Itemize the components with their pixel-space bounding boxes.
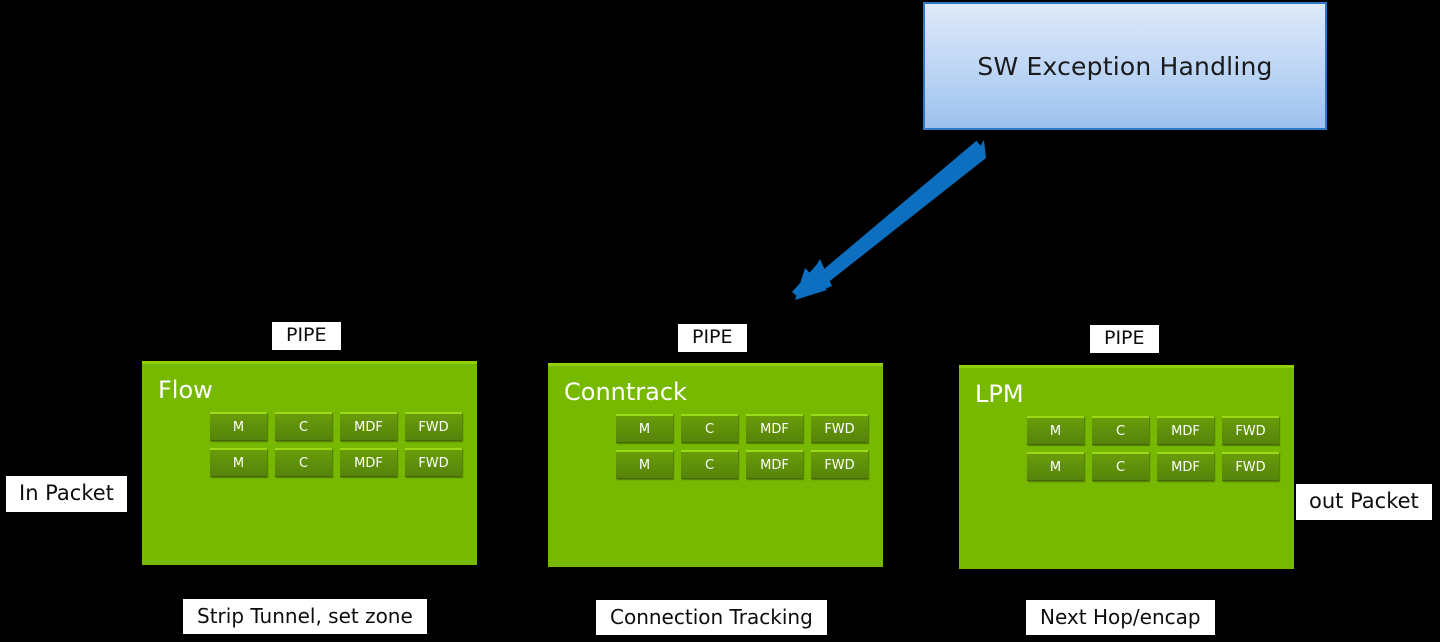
cell-m[interactable]: M xyxy=(1027,416,1084,445)
exception-arrow xyxy=(792,140,986,300)
pipeline-box-flow[interactable]: Flow M C MDF FWD M C MDF FWD xyxy=(142,361,477,565)
cell-m[interactable]: M xyxy=(616,450,673,479)
cell-fwd[interactable]: FWD xyxy=(811,450,868,479)
pipeline-box-conntrack[interactable]: Conntrack M C MDF FWD M C MDF FWD xyxy=(548,363,883,567)
cell-c[interactable]: C xyxy=(681,414,738,443)
cell-m[interactable]: M xyxy=(210,412,267,441)
cell-c[interactable]: C xyxy=(275,448,332,477)
caption-conntrack: Connection Tracking xyxy=(596,600,827,635)
cell-row: M C MDF FWD xyxy=(210,448,462,477)
cell-mdf[interactable]: MDF xyxy=(746,450,803,479)
cell-mdf[interactable]: MDF xyxy=(340,412,397,441)
in-packet-tag: In Packet xyxy=(6,476,127,513)
cell-mdf[interactable]: MDF xyxy=(340,448,397,477)
cell-m[interactable]: M xyxy=(616,414,673,443)
cell-c[interactable]: C xyxy=(681,450,738,479)
cell-m[interactable]: M xyxy=(210,448,267,477)
out-packet-tag: out Packet xyxy=(1296,484,1432,521)
cell-fwd[interactable]: FWD xyxy=(405,412,462,441)
pipeline-title-lpm: LPM xyxy=(975,380,1024,408)
cell-fwd[interactable]: FWD xyxy=(811,414,868,443)
caption-flow: Strip Tunnel, set zone xyxy=(183,599,427,634)
pipe-tag-flow: PIPE xyxy=(272,322,341,350)
cell-grid-flow: M C MDF FWD M C MDF FWD xyxy=(210,412,462,477)
cell-fwd[interactable]: FWD xyxy=(1222,452,1279,481)
pipe-tag-conntrack: PIPE xyxy=(678,324,747,352)
pipeline-title-conntrack: Conntrack xyxy=(564,378,687,406)
pipeline-title-flow: Flow xyxy=(158,376,213,404)
cell-c[interactable]: C xyxy=(1092,452,1149,481)
cell-c[interactable]: C xyxy=(1092,416,1149,445)
cell-mdf[interactable]: MDF xyxy=(746,414,803,443)
cell-m[interactable]: M xyxy=(1027,452,1084,481)
cell-row: M C MDF FWD xyxy=(616,414,868,443)
pipeline-box-lpm[interactable]: LPM M C MDF FWD M C MDF FWD xyxy=(959,365,1294,569)
caption-lpm: Next Hop/encap xyxy=(1026,600,1215,635)
cell-c[interactable]: C xyxy=(275,412,332,441)
cell-row: M C MDF FWD xyxy=(210,412,462,441)
pipe-tag-lpm: PIPE xyxy=(1090,325,1159,353)
sw-exception-handling-box: SW Exception Handling xyxy=(923,2,1327,130)
cell-row: M C MDF FWD xyxy=(616,450,868,479)
cell-fwd[interactable]: FWD xyxy=(405,448,462,477)
sw-exception-handling-label: SW Exception Handling xyxy=(977,51,1273,81)
cell-mdf[interactable]: MDF xyxy=(1157,452,1214,481)
cell-grid-conntrack: M C MDF FWD M C MDF FWD xyxy=(616,414,868,479)
cell-mdf[interactable]: MDF xyxy=(1157,416,1214,445)
cell-row: M C MDF FWD xyxy=(1027,416,1279,445)
cell-grid-lpm: M C MDF FWD M C MDF FWD xyxy=(1027,416,1279,481)
cell-row: M C MDF FWD xyxy=(1027,452,1279,481)
cell-fwd[interactable]: FWD xyxy=(1222,416,1279,445)
